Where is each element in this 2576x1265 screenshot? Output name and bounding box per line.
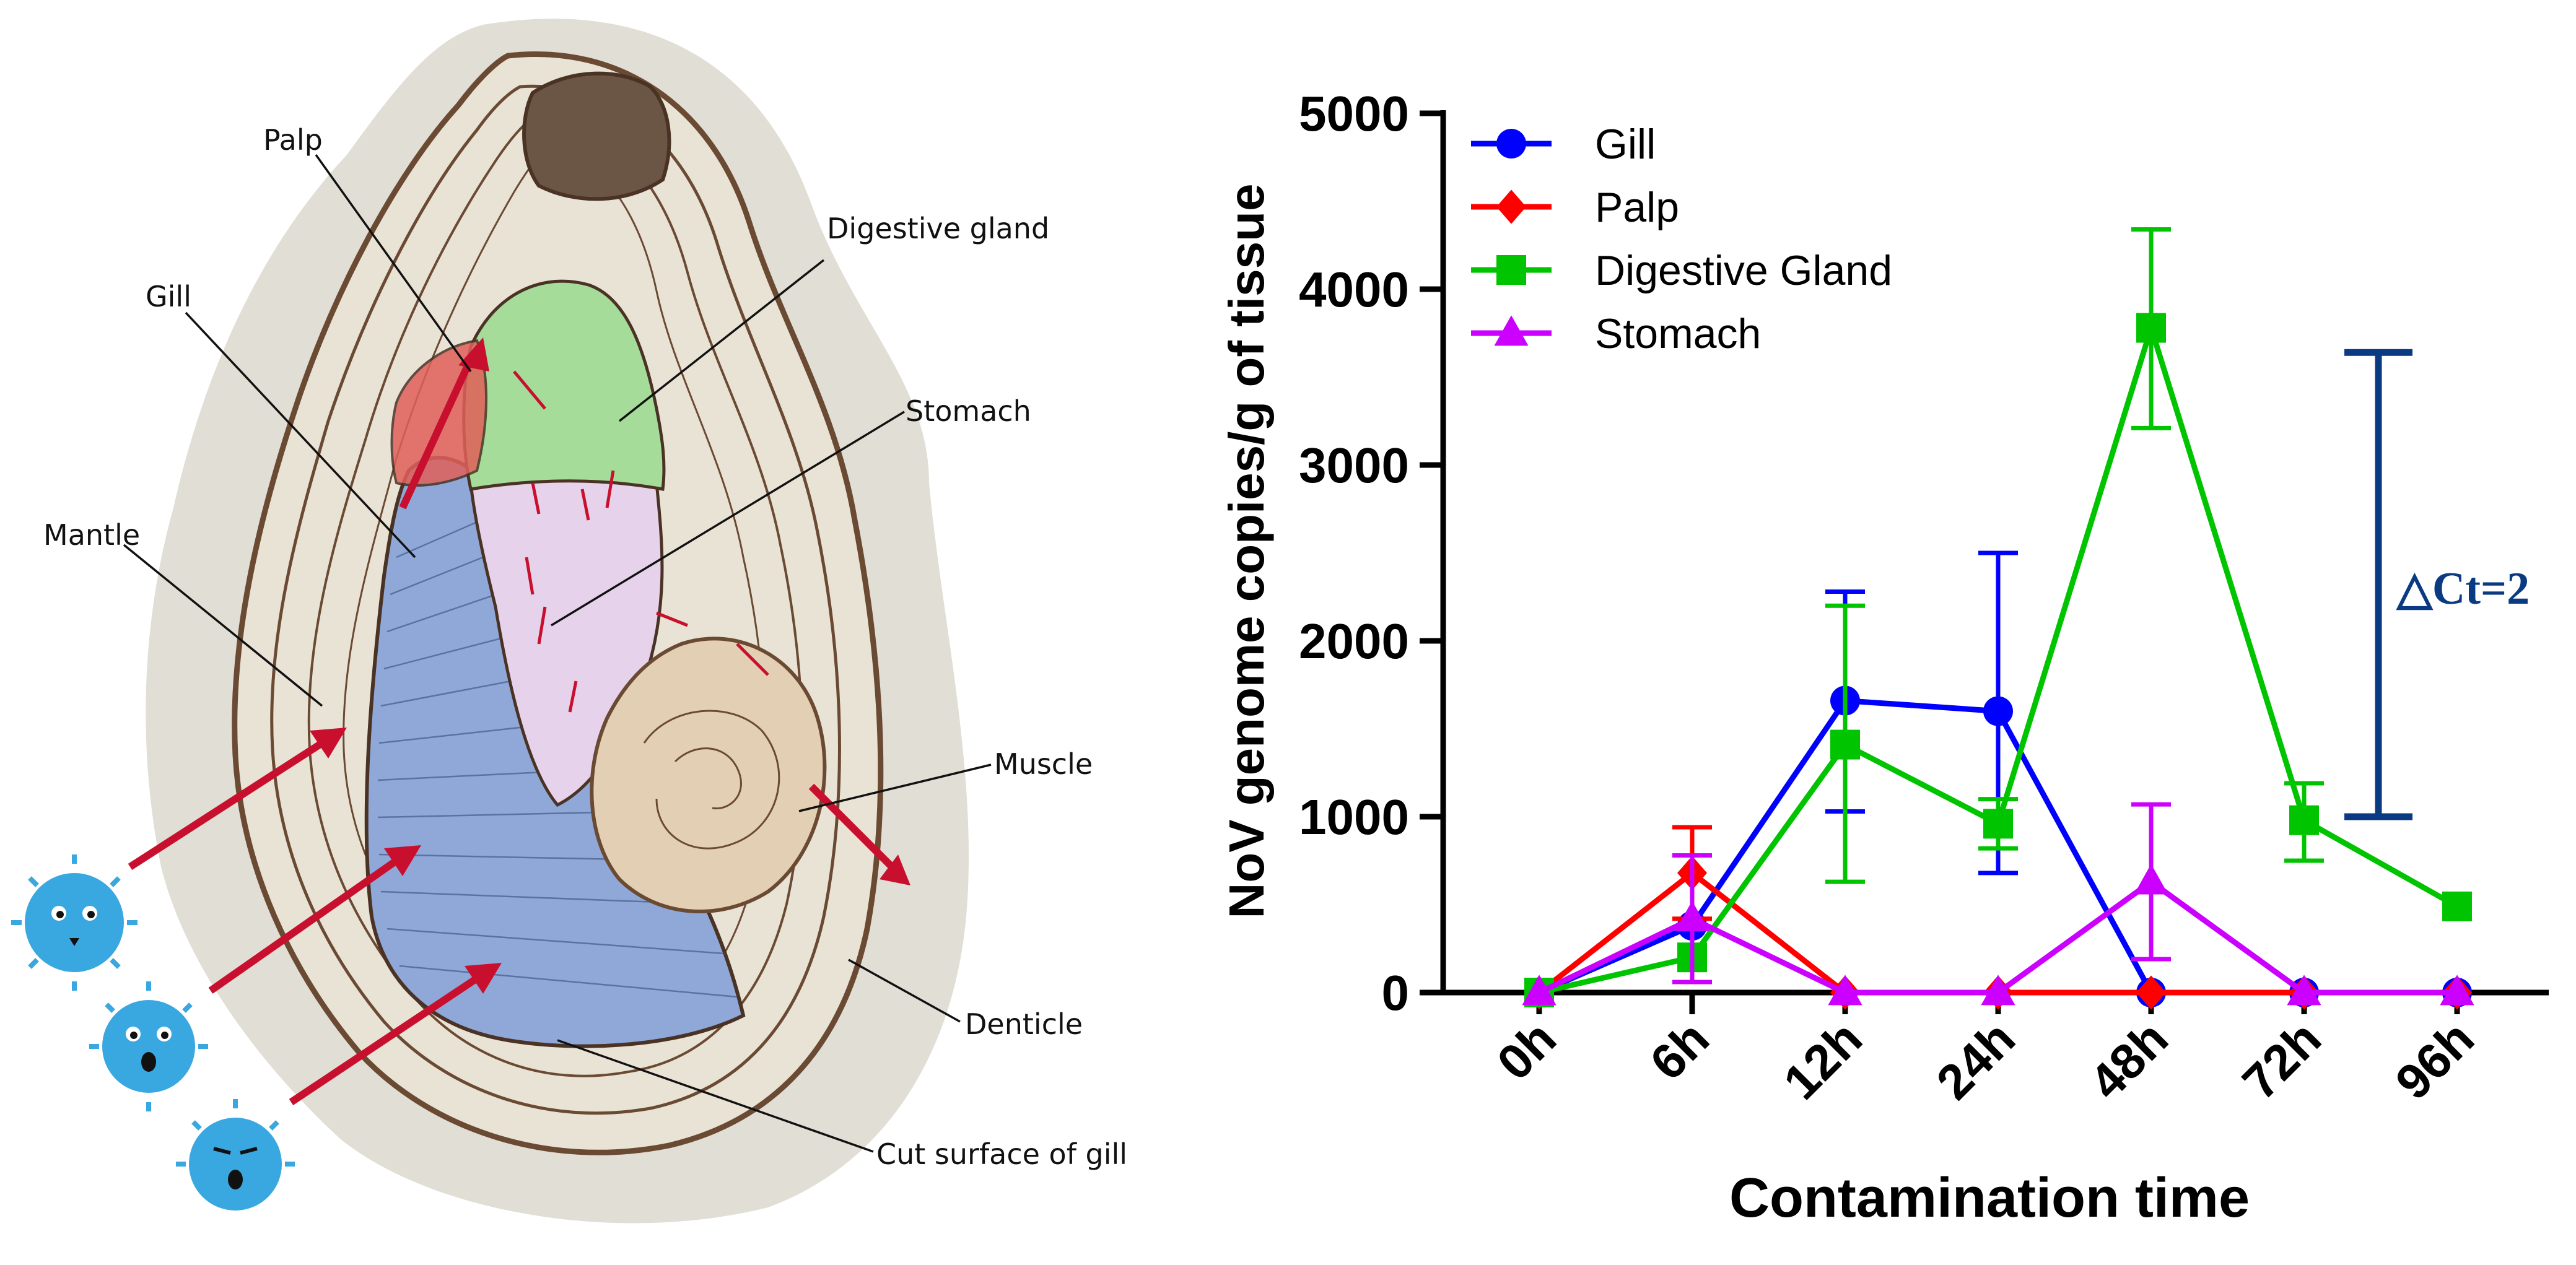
x-axis-ticks: 0h 6h 12h 24h 48h 72h 96h xyxy=(1487,993,2484,1110)
internal-flow-arrows xyxy=(513,370,769,713)
data-point xyxy=(1983,696,2013,726)
muscle-region xyxy=(590,637,827,913)
x-tick-label: 0h xyxy=(1487,1011,1566,1090)
label-denticle: Denticle xyxy=(965,1007,1083,1041)
x-tick-label: 96h xyxy=(2385,1011,2484,1110)
virus-2 xyxy=(89,981,208,1111)
x-tick-label: 6h xyxy=(1639,1011,1719,1090)
y-tick-label: 3000 xyxy=(1299,438,1409,493)
legend-label: Palp xyxy=(1595,184,1679,231)
series-gill xyxy=(1524,550,2472,1007)
x-tick-label: 12h xyxy=(1773,1011,1872,1110)
y-tick-label: 0 xyxy=(1382,965,1410,1020)
legend-entry: Gill xyxy=(1471,121,1656,168)
y-axis-ticks: 0 1000 2000 3000 4000 5000 xyxy=(1299,86,1443,1020)
shell-hinge xyxy=(522,71,671,201)
legend-label: Stomach xyxy=(1595,310,1761,357)
label-gill: Gill xyxy=(146,280,191,313)
data-point xyxy=(2287,975,2321,1006)
chart-series xyxy=(1522,227,2474,1010)
legend-marker xyxy=(1496,189,1526,224)
data-point xyxy=(1522,975,1557,1006)
shell-ring xyxy=(270,84,841,1115)
label-mantle: Mantle xyxy=(43,518,140,552)
shell-ring xyxy=(307,116,804,1077)
y-tick-label: 1000 xyxy=(1299,789,1409,845)
data-point xyxy=(2442,891,2472,921)
oyster-illustration: Palp Digestive gland Gill Stomach Mantle… xyxy=(11,19,1127,1224)
legend-label: Gill xyxy=(1595,121,1656,168)
legend-marker xyxy=(1496,255,1526,285)
legend-entry: Digestive Gland xyxy=(1471,247,1892,294)
muscle-swirls xyxy=(643,710,780,850)
label-stomach: Stomach xyxy=(906,394,1031,428)
data-point xyxy=(1830,729,1860,760)
legend-label: Digestive Gland xyxy=(1595,247,1892,294)
delta-ct-annotation: △Ct=2 xyxy=(2344,349,2530,820)
series-stomach xyxy=(1522,802,2474,1006)
label-digestive-gland: Digestive gland xyxy=(827,212,1049,245)
x-tick-label: 48h xyxy=(2079,1011,2178,1110)
label-cut-surface: Cut surface of gill xyxy=(876,1137,1127,1171)
data-point xyxy=(1983,809,2013,839)
callout-lines xyxy=(123,154,992,1153)
data-point xyxy=(1828,975,1862,1006)
y-tick-label: 4000 xyxy=(1299,262,1409,317)
delta-ct-label: △Ct=2 xyxy=(2396,563,2530,614)
virus-1 xyxy=(11,854,138,991)
x-tick-label: 24h xyxy=(1926,1011,2025,1110)
x-axis-title: Contamination time xyxy=(1729,1167,2250,1229)
data-point xyxy=(2440,975,2474,1006)
entry-arrows xyxy=(128,337,910,1105)
legend-marker xyxy=(1494,315,1529,346)
y-axis-title: NoV genome copies/g of tissue xyxy=(1219,184,1274,919)
line-chart: 0 1000 2000 3000 4000 5000 0h 6h 12h 24h 48h 72h 96… xyxy=(1219,86,2549,1229)
virus-3 xyxy=(176,1099,295,1211)
data-point xyxy=(2136,975,2166,1010)
x-tick-label: 72h xyxy=(2232,1011,2331,1110)
legend-entry: Stomach xyxy=(1471,310,1761,357)
data-point xyxy=(2289,805,2319,835)
y-tick-label: 2000 xyxy=(1299,614,1409,669)
legend-entry: Palp xyxy=(1471,184,1679,231)
legend-marker xyxy=(1496,129,1526,159)
data-point xyxy=(2134,864,2168,895)
data-point xyxy=(1675,900,1709,932)
data-point xyxy=(2136,313,2166,343)
y-tick-label: 5000 xyxy=(1299,86,1409,141)
data-point xyxy=(1981,975,2015,1006)
label-muscle: Muscle xyxy=(994,747,1093,781)
label-palp: Palp xyxy=(263,123,323,157)
